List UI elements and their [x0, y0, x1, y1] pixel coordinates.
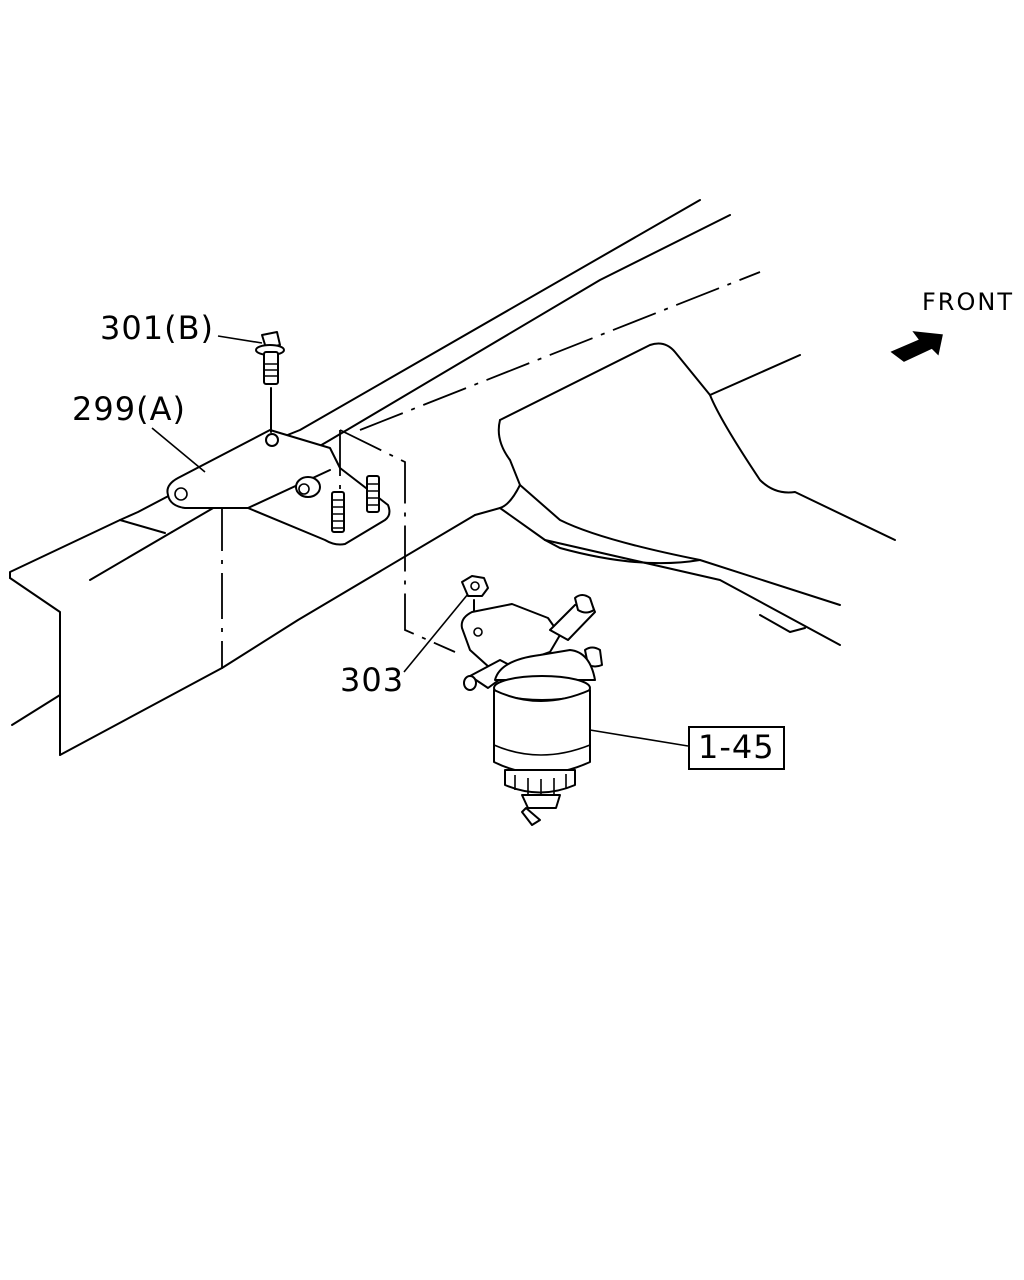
callout-filter-ref-1-45: 1-45	[688, 726, 785, 770]
front-direction-label: FRONT	[922, 288, 1014, 316]
callout-bracket-299a: 299(A)	[72, 390, 186, 428]
frame-rail	[9, 199, 761, 756]
bracket-299a	[166, 429, 391, 546]
assembly-guide-lines	[339, 429, 456, 653]
bolt-301b	[255, 331, 285, 433]
nut-303	[461, 575, 489, 613]
callout-nut-303: 303	[340, 661, 405, 699]
leader-lines	[151, 335, 689, 747]
crossmember	[497, 342, 896, 646]
front-direction-arrow-icon	[890, 331, 943, 362]
callout-bolt-301b: 301(B)	[100, 309, 214, 347]
fuel-filter-assembly	[460, 594, 603, 826]
